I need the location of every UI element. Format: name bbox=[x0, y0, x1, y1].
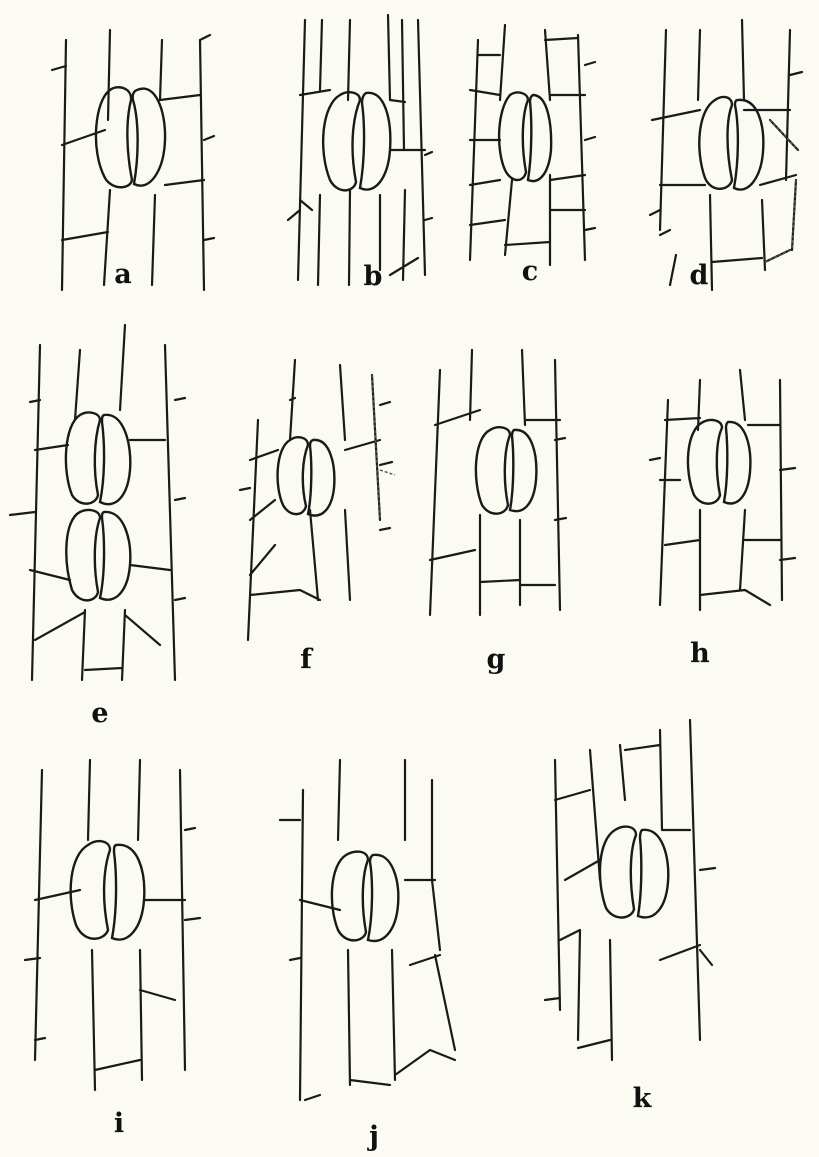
figure-label-j: j bbox=[367, 1121, 379, 1152]
guard-cell bbox=[600, 827, 636, 918]
guard-cell bbox=[66, 510, 100, 600]
figure-g bbox=[430, 350, 566, 615]
figure-k bbox=[545, 720, 715, 1060]
guard-cell bbox=[688, 420, 722, 504]
guard-cell bbox=[96, 87, 132, 187]
guard-cell bbox=[278, 437, 308, 514]
guard-cell bbox=[699, 97, 732, 189]
guard-cell bbox=[100, 512, 130, 600]
guard-cell bbox=[66, 413, 100, 504]
guard-cell bbox=[100, 415, 130, 504]
figure-c bbox=[470, 25, 595, 265]
figure-f bbox=[240, 360, 395, 640]
figure-label-k: k bbox=[633, 1083, 653, 1114]
guard-cell bbox=[724, 422, 750, 504]
figure-label-e: e bbox=[91, 698, 108, 729]
figure-label-g: g bbox=[487, 644, 506, 675]
figure-a bbox=[52, 30, 214, 290]
guard-cell bbox=[510, 430, 536, 511]
guard-cell bbox=[476, 427, 510, 513]
guard-cell bbox=[323, 92, 360, 190]
figure-i bbox=[25, 760, 200, 1090]
figure-label-d: d bbox=[690, 260, 709, 291]
figure-b bbox=[288, 15, 432, 285]
guard-cell bbox=[112, 845, 144, 940]
guard-cell bbox=[308, 440, 334, 516]
figure-label-c: c bbox=[522, 256, 538, 287]
figure-label-a: a bbox=[114, 259, 132, 290]
guard-cell bbox=[638, 830, 668, 918]
figure-j bbox=[280, 760, 455, 1100]
figure-d bbox=[650, 20, 802, 290]
figure-e bbox=[10, 325, 185, 680]
guard-cell bbox=[734, 100, 763, 190]
figure-label-h: h bbox=[690, 638, 710, 669]
guard-cell bbox=[528, 95, 551, 181]
figure-label-b: b bbox=[364, 261, 383, 292]
guard-cell bbox=[133, 89, 165, 186]
figure-label-i: i bbox=[114, 1108, 124, 1139]
figure-label-f: f bbox=[300, 644, 314, 675]
guard-cell bbox=[360, 93, 390, 190]
figure-h bbox=[650, 370, 795, 610]
guard-cell bbox=[368, 855, 398, 941]
guard-cell bbox=[499, 93, 528, 180]
guard-cell bbox=[332, 852, 368, 941]
